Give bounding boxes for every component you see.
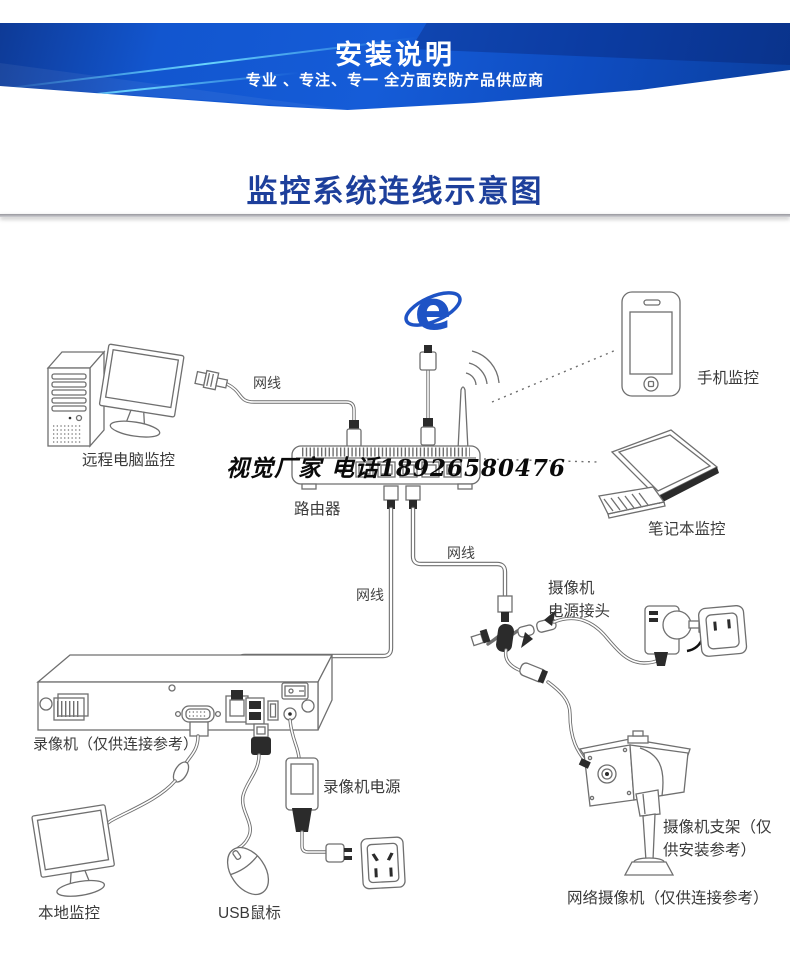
section-divider [0, 214, 790, 217]
laptop [598, 429, 719, 519]
router [291, 350, 500, 490]
cable-usb [232, 753, 261, 853]
label-camera-bracket-line2: 供安装参考） [663, 842, 757, 859]
label-camera-power-line1: 摄像机 [548, 580, 595, 597]
cable-internet [419, 345, 437, 446]
page-title: 安装说明 [335, 40, 455, 70]
header-banner: 安装说明 专业 、专注、专一 全方面安防产品供应商 [0, 23, 790, 110]
cable-remote-pc [194, 369, 362, 448]
wall-outlet-dvr [360, 836, 406, 890]
camera-pigtail [470, 610, 588, 764]
label-dvr: 录像机（仅供连接参考） [33, 736, 199, 753]
smartphone [621, 291, 681, 397]
label-net-cable-mid: 网线 [447, 545, 475, 561]
watermark-text: 视觉厂家 电话18926580476 [226, 455, 567, 482]
usb-mouse [226, 846, 270, 896]
label-net-cable-top: 网线 [253, 375, 281, 391]
monitor-remote [98, 343, 185, 438]
svg-text:e: e [415, 279, 452, 342]
label-network-camera: 网络摄像机（仅供连接参考） [567, 890, 769, 907]
label-usb-mouse: USB鼠标 [218, 905, 281, 922]
desktop-tower [46, 350, 106, 448]
monitor-local [31, 804, 115, 897]
label-phone: 手机监控 [697, 370, 760, 387]
camera-bracket [623, 789, 675, 876]
dvr [36, 654, 334, 755]
label-camera-power-line2: 电源接头 [548, 603, 611, 620]
router-antenna [457, 386, 469, 451]
label-camera-power: 摄像机 电源接头 [548, 577, 610, 623]
cable-plug-icon [194, 369, 229, 391]
label-camera-bracket: 摄像机支架（仅 供安装参考） [663, 816, 772, 862]
label-local-monitor: 本地监控 [38, 905, 101, 922]
network-camera [578, 730, 691, 876]
arrow-icon [521, 632, 533, 648]
label-camera-bracket-line1: 摄像机支架（仅 [663, 819, 772, 836]
wall-outlet-camera [698, 605, 748, 657]
page-subtitle: 专业 、专注、专一 全方面安防产品供应商 [245, 72, 545, 89]
dvr-power-adapter [285, 718, 406, 890]
camera-power-adapter [552, 605, 748, 666]
label-dvr-power: 录像机电源 [323, 779, 401, 796]
label-remote-pc: 远程电脑监控 [82, 452, 176, 469]
label-router: 路由器 [294, 501, 341, 518]
pigtail-connector [470, 628, 491, 647]
label-laptop: 笔记本监控 [648, 521, 726, 538]
cable-router-camera [405, 485, 513, 622]
dotted-link-phone [491, 349, 617, 403]
ie-browser-icon: e [404, 279, 462, 342]
section-title: 监控系统连线示意图 [246, 174, 544, 209]
wifi-waves-icon [465, 350, 500, 386]
label-net-cable-left: 网线 [356, 587, 384, 603]
